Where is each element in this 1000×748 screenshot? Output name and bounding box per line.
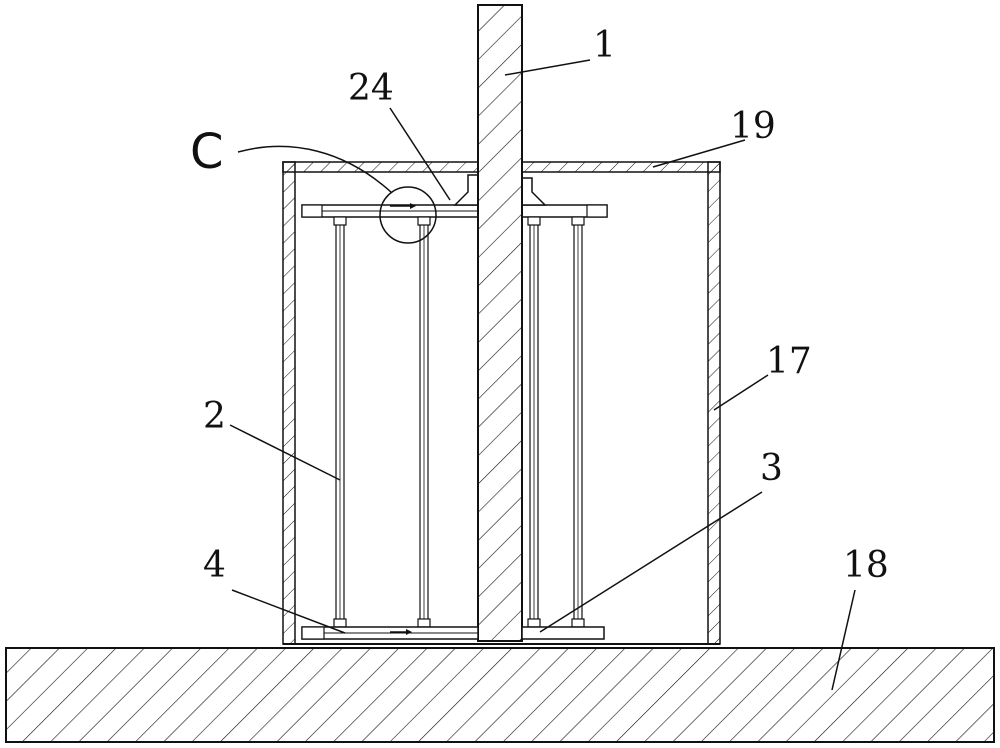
label-24: 24	[348, 68, 394, 109]
label-2: 2	[203, 396, 226, 437]
upper-plate-right	[521, 177, 608, 218]
label-19: 19	[730, 106, 776, 147]
detail-circle-c	[237, 145, 437, 244]
vertical-rods	[335, 222, 583, 622]
label-1: 1	[593, 25, 616, 66]
label-17: 17	[766, 341, 812, 382]
label-3: 3	[760, 448, 783, 489]
label-c: C	[190, 124, 224, 180]
base-plate	[5, 647, 995, 743]
leader-lines	[229, 59, 856, 691]
lower-plate	[301, 626, 605, 640]
label-18: 18	[843, 545, 889, 586]
label-4: 4	[203, 545, 226, 586]
upper-plate-left	[301, 174, 479, 218]
central-shaft	[477, 4, 523, 642]
rod-bearings	[333, 216, 585, 628]
